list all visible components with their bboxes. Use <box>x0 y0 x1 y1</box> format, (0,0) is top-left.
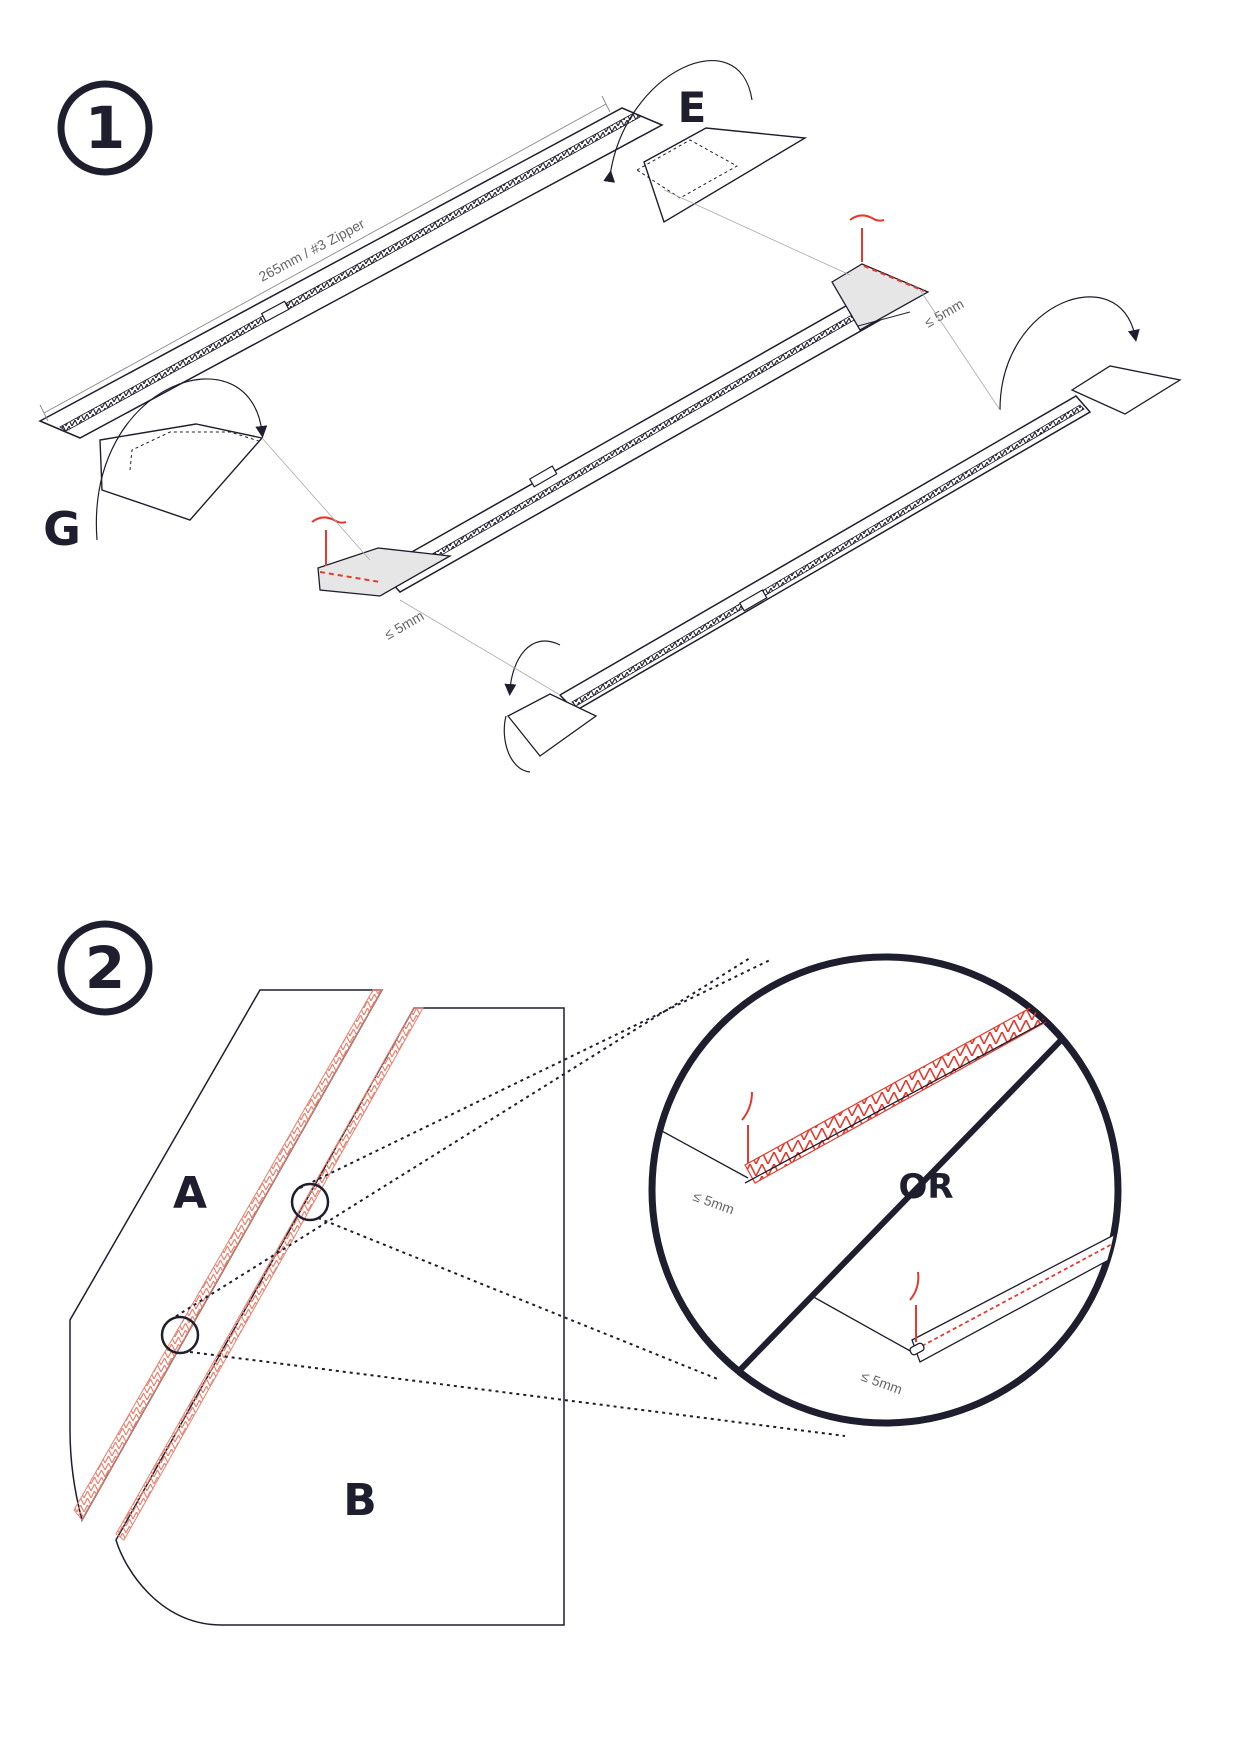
stitch-line <box>921 1204 1118 1347</box>
panel-b: B <box>115 1007 565 1626</box>
stitch-line <box>319 571 381 583</box>
step-2-marker: 2 <box>57 920 153 1016</box>
fold-arrow-icon <box>504 640 561 696</box>
zipper-unfinished: 265mm / #3 Zipper <box>38 95 664 439</box>
zipper-pull-icon <box>738 589 768 612</box>
zipper-finished <box>503 296 1182 773</box>
panel-b-label: B <box>343 1475 377 1526</box>
detail-marker <box>160 1315 200 1355</box>
needle-icon <box>909 1271 920 1342</box>
step-1-marker: 1 <box>57 80 153 176</box>
panel-a-label: A <box>173 1168 207 1219</box>
needle-icon <box>741 1091 753 1163</box>
panel-a: A <box>69 989 384 1522</box>
tab-g: G <box>43 378 268 556</box>
needle-icon <box>311 516 347 566</box>
zipper-pull-icon <box>528 465 558 488</box>
projection-lines <box>169 957 846 1437</box>
detail-view: ≤ 5mm ≤ 5mm OR <box>648 953 1122 1427</box>
seam-allowance-label: ≤ 5mm <box>382 607 427 642</box>
tab-e-label: E <box>678 83 707 132</box>
alignment-guides <box>261 189 1001 696</box>
step-2-number: 2 <box>85 934 125 1002</box>
fold-arrow-icon <box>999 296 1140 411</box>
needle-icon <box>849 214 885 262</box>
stitch-line <box>863 265 925 292</box>
zipper-pull-icon <box>260 300 290 323</box>
or-label: OR <box>898 1167 953 1207</box>
tab-e: E <box>603 59 808 224</box>
tab-g-label: G <box>43 502 81 556</box>
zipper-with-tabs: ≤ 5mm ≤ 5mm <box>311 214 966 643</box>
detail-marker <box>290 1182 330 1222</box>
fold-arrow-icon <box>95 378 268 541</box>
step-1-number: 1 <box>85 94 125 162</box>
fold-arrow-icon <box>603 59 753 183</box>
